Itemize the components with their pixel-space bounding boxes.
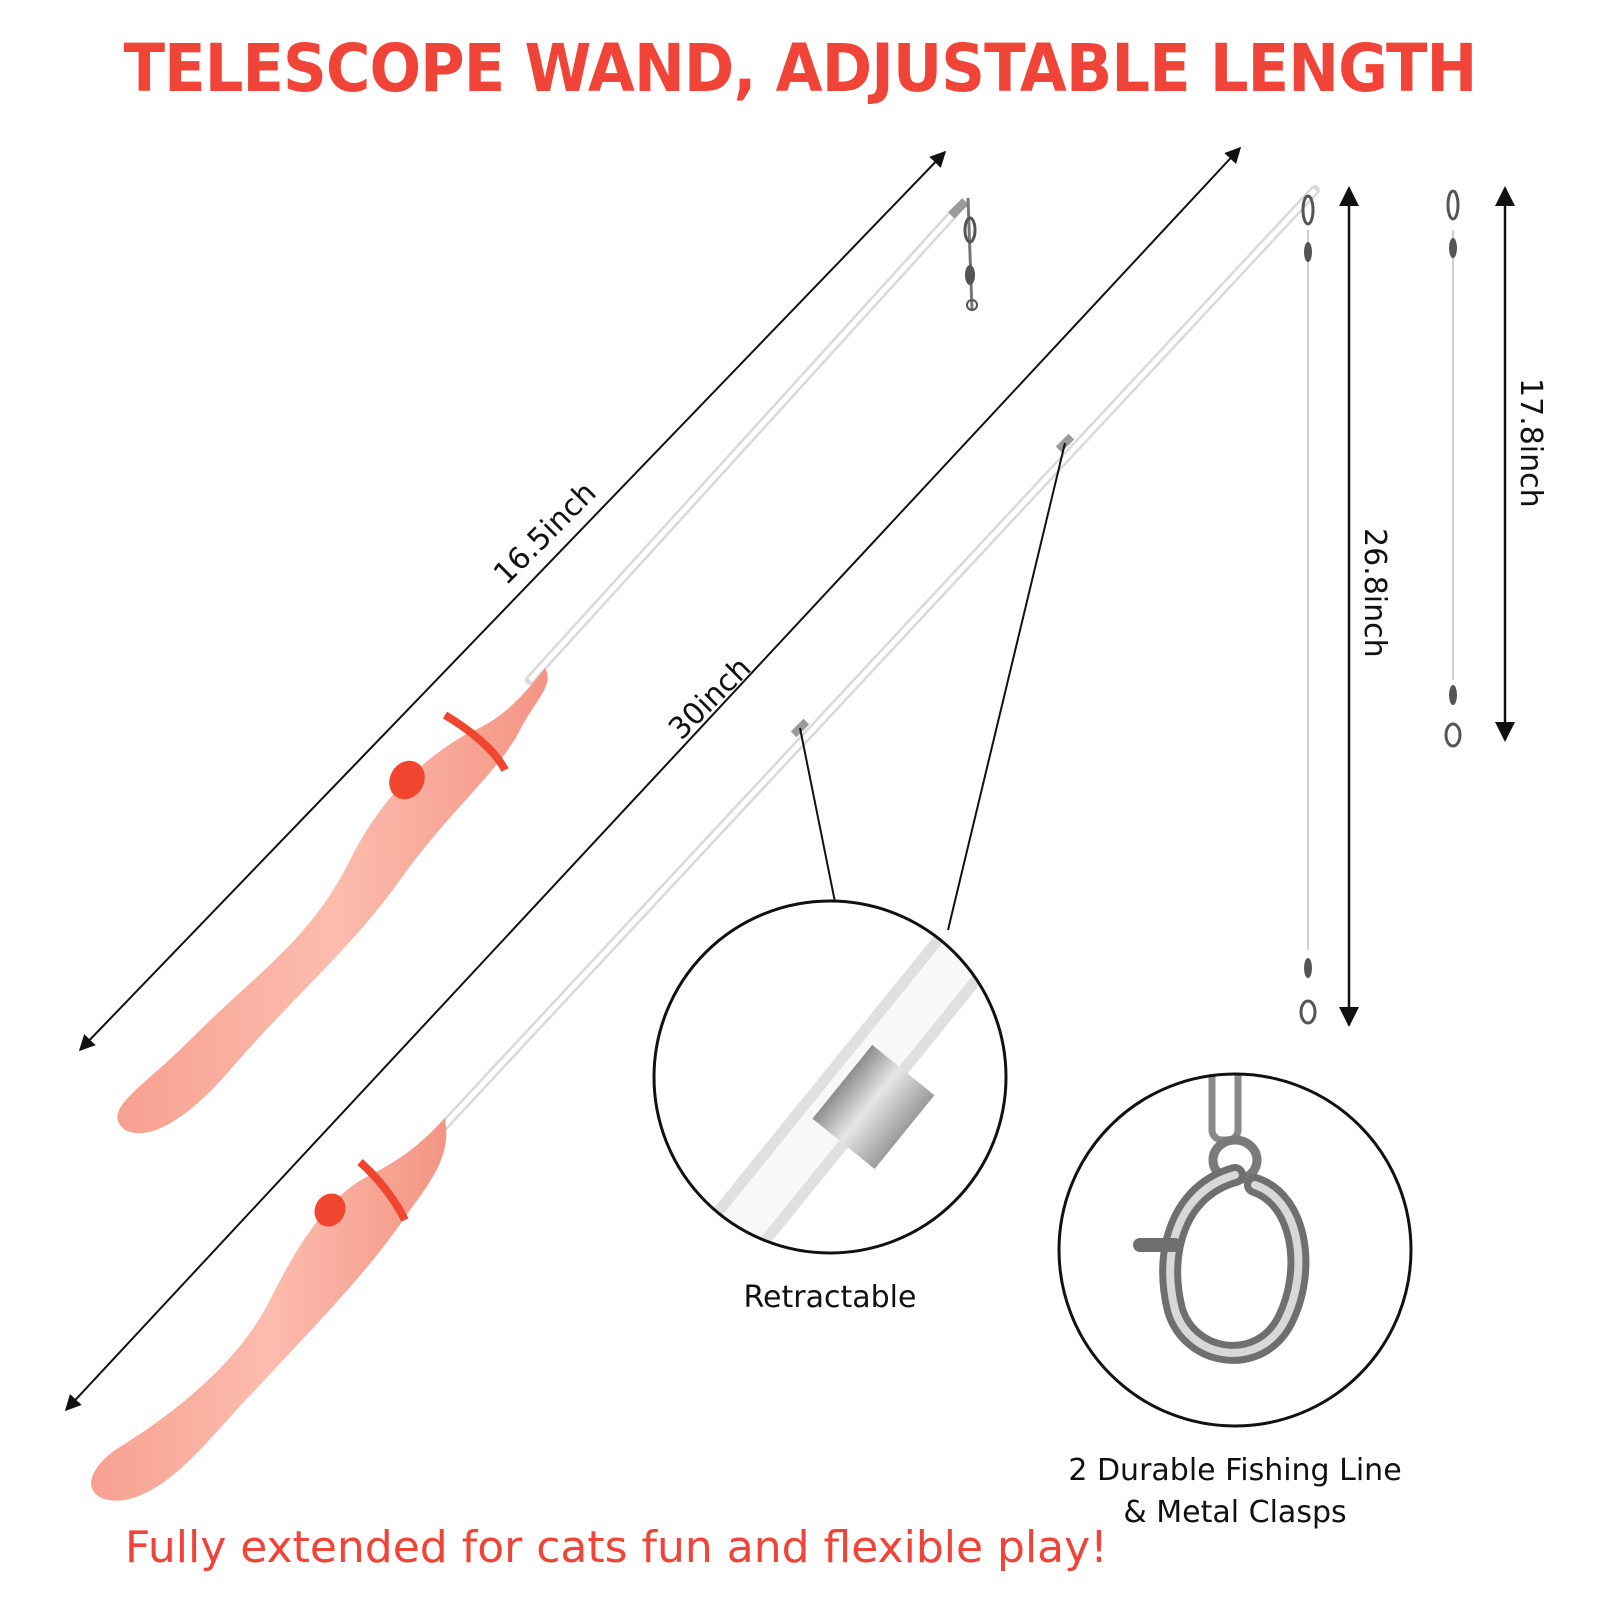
callout-leader xyxy=(799,727,836,903)
clasp-zoom xyxy=(1057,1072,1413,1428)
clasp-caption-line1: 2 Durable Fishing Line xyxy=(1068,1453,1402,1488)
lobster-clasp-icon xyxy=(1133,1074,1310,1364)
clasp-caption-line2: & Metal Clasps xyxy=(1123,1495,1347,1530)
dimension-label-long-line: 26.8inch xyxy=(1357,528,1392,658)
long-wand xyxy=(91,185,1320,1501)
handle-stripe xyxy=(442,711,509,772)
dimension-label-short-line: 17.8inch xyxy=(1513,378,1548,508)
callout-leader xyxy=(947,442,1066,931)
swivel-clasp-icon xyxy=(963,197,978,311)
swivel-clasp-icon xyxy=(1446,189,1460,258)
retractable-caption: Retractable xyxy=(743,1280,917,1315)
handle-button xyxy=(314,1193,346,1227)
tagline: Fully extended for cats fun and flexible… xyxy=(125,1522,1108,1573)
metal-joint-icon xyxy=(812,1044,935,1170)
short-wand xyxy=(117,197,978,1134)
lobster-clasp-icon xyxy=(1299,958,1317,1025)
page-title: TELESCOPE WAND, ADJUSTABLE LENGTH xyxy=(123,30,1478,107)
dimension-arrow-long-wand xyxy=(64,146,1242,1412)
long-fishing-line xyxy=(1299,194,1317,1025)
retractable-zoom xyxy=(652,899,1008,1255)
short-fishing-line xyxy=(1444,189,1462,748)
clasp-caption: 2 Durable Fishing Line & Metal Clasps xyxy=(1035,1450,1435,1534)
handle-button xyxy=(389,760,425,800)
handle-stripe xyxy=(357,1159,409,1222)
handle-pink xyxy=(91,1118,447,1501)
lobster-clasp-icon xyxy=(1444,685,1462,748)
swivel-clasp-icon xyxy=(1301,194,1315,262)
handle-pink xyxy=(117,668,548,1134)
